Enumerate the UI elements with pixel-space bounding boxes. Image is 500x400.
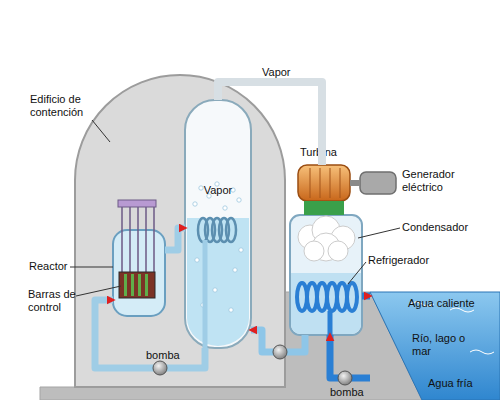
steam-bubble	[233, 268, 237, 272]
turbine-rib	[320, 168, 321, 198]
steam-cloud	[328, 241, 348, 261]
turbine-mount	[304, 201, 344, 215]
water-body-shape	[370, 292, 500, 400]
reactor-vessel-body	[113, 230, 165, 316]
leader-line	[358, 228, 400, 238]
control-rod	[145, 206, 147, 274]
steam-bubble	[193, 202, 197, 206]
turbine-shaft	[350, 180, 360, 186]
leader-line	[70, 267, 113, 268]
coil-inlet-pipe	[328, 311, 333, 335]
steam-bubble	[223, 206, 227, 210]
coil-outlet-pipe	[203, 240, 208, 348]
node-label: Turbina	[300, 146, 360, 159]
turbine-rib	[340, 168, 341, 198]
containment-building-outline	[75, 75, 285, 387]
flow-label: Agua caliente	[408, 297, 475, 310]
rod-drive-header	[118, 200, 156, 207]
turbine: Turbina	[298, 165, 350, 201]
steam-bubble	[195, 258, 199, 262]
steam-bubble	[239, 248, 243, 252]
pump-label: bomba	[330, 386, 370, 399]
part-label: Refrigerador	[368, 254, 448, 267]
generator-body	[360, 172, 396, 194]
wave-mark	[470, 350, 494, 354]
part-label: Barras de control	[28, 288, 88, 314]
generator-water	[187, 218, 249, 346]
steam-bubble	[237, 198, 241, 202]
leader-line	[92, 120, 110, 142]
pump-symbol	[338, 371, 352, 385]
pump-label: bomba	[146, 349, 186, 362]
turbine-body	[298, 165, 350, 201]
node-label: Generador eléctrico	[402, 168, 472, 194]
electric-generator-outline	[360, 172, 396, 194]
condenser: Condensador	[290, 215, 362, 335]
steam-bubble	[229, 308, 233, 312]
cold-water-pipe	[330, 335, 370, 378]
cooling-coil	[347, 283, 357, 311]
flow-label: Vapor	[262, 66, 291, 79]
steam-generator-body	[185, 100, 251, 348]
condenser-outline	[290, 215, 362, 335]
control-rod	[129, 206, 131, 274]
rod-stripe	[145, 274, 148, 296]
reactor-vessel-outline	[113, 230, 165, 316]
steam-pipe	[218, 82, 322, 165]
node-label: Condensador	[402, 221, 492, 234]
control-rod	[137, 206, 139, 274]
reactor-vessel: Reactor	[113, 230, 165, 316]
control-rod	[121, 206, 123, 274]
rod-stripe	[138, 274, 141, 296]
containment-building: Edificio de contenciónReactorVapor	[75, 75, 285, 387]
steam-bubble	[199, 186, 203, 190]
turbine-rib	[310, 168, 311, 198]
primary-pipe	[165, 228, 185, 250]
hot-water-pipe	[362, 293, 370, 300]
leader-line	[76, 286, 121, 296]
rod-stripe	[131, 274, 134, 296]
dome-outline	[75, 75, 285, 387]
electric-generator: Generador eléctrico	[360, 172, 396, 194]
node-label: Río, lago o mar	[412, 332, 470, 358]
leader-line	[348, 262, 366, 284]
pump-symbol	[153, 361, 167, 375]
turbine-rib	[330, 168, 331, 198]
pump-symbol	[273, 345, 287, 359]
steam-cloud	[304, 241, 324, 261]
rod-stripe	[124, 274, 127, 296]
flow-label: Agua fría	[428, 377, 473, 390]
steam-generator-outline	[185, 100, 251, 348]
feedwater-pipe	[251, 330, 305, 352]
condenser-body	[290, 215, 362, 335]
node-label: Vapor	[193, 184, 243, 197]
control-rod-block	[119, 272, 155, 298]
primary-return-pipe	[95, 300, 205, 368]
steam-bubble	[213, 288, 217, 292]
heat-exchanger-coil	[226, 218, 236, 242]
node-label: Edificio de contención	[30, 93, 105, 119]
condenser-water	[291, 273, 361, 334]
steam-generator: Vapor	[185, 100, 251, 348]
node-label: Reactor	[29, 260, 79, 273]
turbine-outline	[298, 165, 350, 201]
control-rod	[153, 206, 155, 274]
